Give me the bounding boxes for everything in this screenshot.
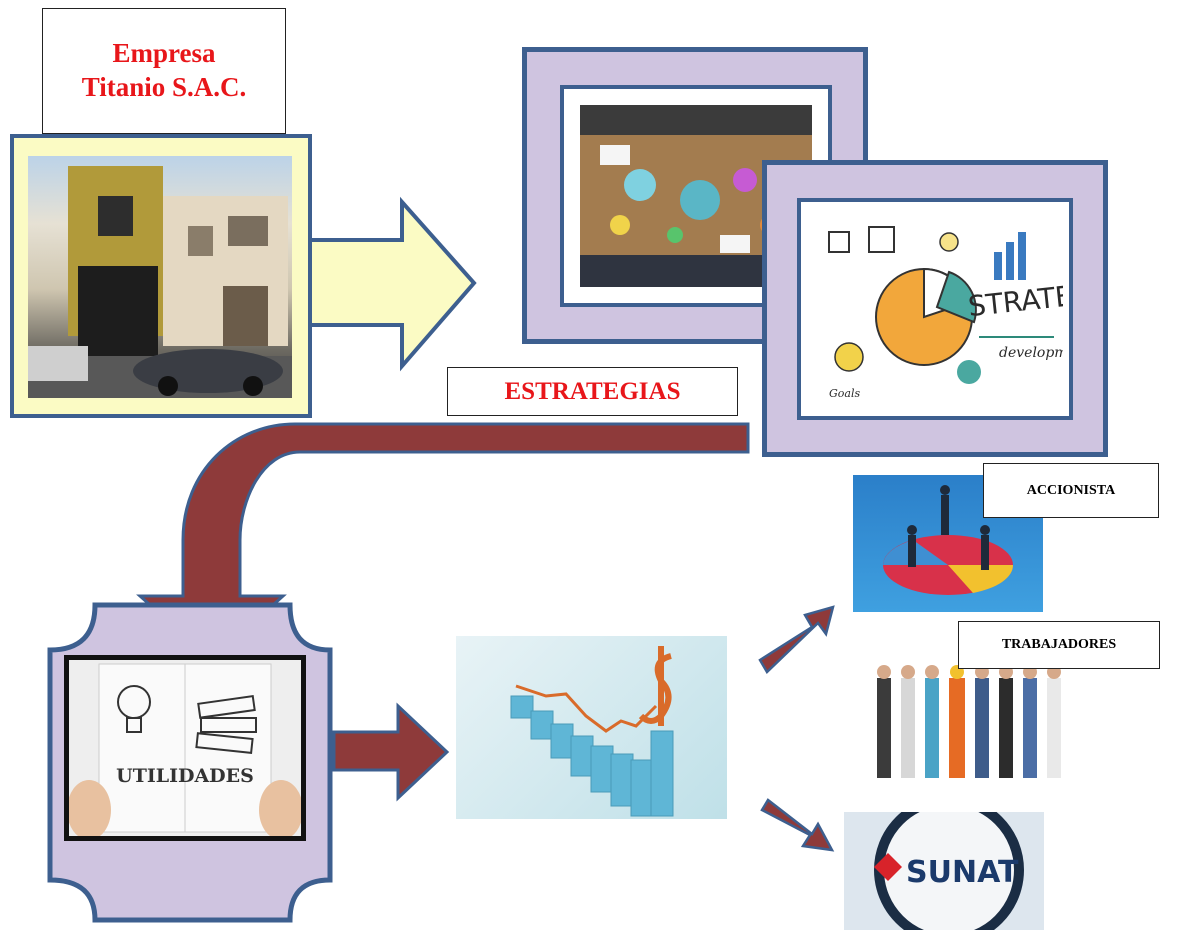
company-photo-frame [10, 134, 312, 418]
utilities-label: UTILIDADES [116, 765, 254, 787]
workers-label-box: TRABAJADORES [958, 621, 1160, 669]
strategies-label-box: ESTRATEGIAS [447, 367, 738, 416]
sunat-photo: SUNAT [844, 812, 1044, 930]
goals-word: Goals [829, 387, 860, 400]
shareholder-label: ACCIONISTA [1026, 482, 1116, 498]
shareholder-illustration [883, 485, 1014, 595]
workers-photo [865, 658, 1090, 780]
building-illustration [28, 166, 292, 398]
company-building-photo [28, 156, 292, 398]
growth-illustration [510, 646, 674, 817]
arrow-to-sunat [760, 798, 835, 852]
strategies-label: ESTRATEGIAS [504, 377, 681, 405]
workers-illustration [877, 665, 1061, 778]
company-name-line1: Empresa [112, 38, 216, 69]
shareholder-label-box: ACCIONISTA [983, 463, 1159, 518]
arrow-to-shareholder [758, 605, 835, 675]
workers-label: TRABAJADORES [1001, 637, 1117, 652]
company-name-line2: Titanio S.A.C. [81, 72, 247, 102]
sunat-logo-text: SUNAT [906, 855, 1019, 890]
profit-growth-photo [456, 636, 727, 819]
strategy-word: STRATEGY [967, 275, 1063, 323]
strategy-photo-frame: STRATEGY development Goals [762, 160, 1108, 457]
company-name-box: Empresa Titanio S.A.C. [42, 8, 286, 134]
yellow-arrow [303, 196, 477, 372]
strategy-photo-inner: STRATEGY development Goals [797, 198, 1073, 420]
strategy-development-photo: STRATEGY development Goals [809, 212, 1063, 406]
strategy-illustration: STRATEGY development Goals [828, 226, 1063, 400]
strategy-subtitle: development [999, 345, 1063, 361]
utilities-photo-border: UTILIDADES [64, 655, 306, 841]
sunat-illustration: SUNAT [874, 812, 1024, 930]
arrow-to-growth [332, 702, 450, 802]
utilities-illustration: UTILIDADES [67, 663, 303, 840]
